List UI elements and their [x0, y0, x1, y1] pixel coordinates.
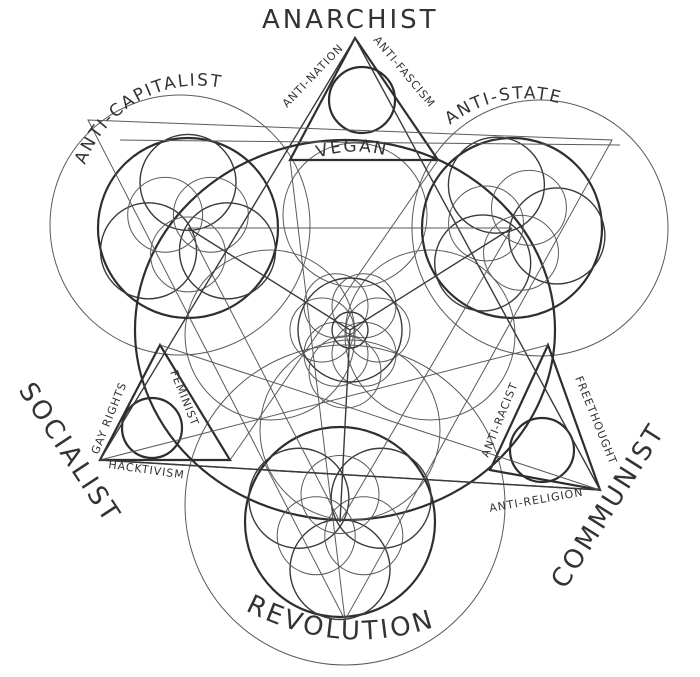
- diag-c: [159, 344, 601, 491]
- geometry-layer: [49, 35, 669, 666]
- diag-a: [289, 159, 346, 621]
- mid-bottom-circle: [259, 339, 441, 521]
- flower-bottom-inner-2: [324, 496, 404, 576]
- chord-1-2: [339, 227, 513, 523]
- center-petal-4: [303, 273, 369, 339]
- label-anarchist: ANARCHIST: [262, 5, 439, 35]
- flower-bottom-petal-0: [289, 518, 391, 621]
- label-hacktivism: HACKTIVISM: [108, 458, 186, 482]
- triangle-socialist: [98, 342, 232, 462]
- bottom-chord: [99, 459, 601, 491]
- center-petal-0: [345, 297, 411, 363]
- flower-left-inner-0: [150, 216, 226, 293]
- mid-left-circle: [184, 249, 356, 421]
- incircle-socialist: [120, 396, 184, 460]
- center-ring-inner: [331, 311, 369, 349]
- label-anti-state: ANTI-STATE: [441, 83, 564, 129]
- flower-left-petal-0: [178, 202, 277, 300]
- spoke-0: [187, 227, 351, 331]
- center-ring-outer: [297, 277, 403, 383]
- chord-0-2: [187, 227, 341, 523]
- flower-right-inner-2: [491, 169, 567, 246]
- label-anti-capitalist: ANTI-CAPITALIST: [71, 70, 224, 167]
- outer-circle-anti-capitalist: [49, 94, 311, 356]
- flower-right-petal-0: [508, 187, 606, 285]
- mid-right-circle: [344, 249, 516, 421]
- label-revolution: REVOLUTION: [242, 589, 439, 646]
- spoke-1: [349, 227, 513, 331]
- incircle-anarchist: [327, 65, 397, 135]
- flower-bottom-petal-1: [248, 447, 350, 549]
- vegan-circle: [282, 142, 428, 288]
- flower-left-inner-2: [172, 176, 249, 253]
- diag-d: [99, 344, 549, 461]
- center-petal-3: [289, 297, 355, 363]
- flower-right-inner-0: [483, 214, 559, 291]
- incircle-communist: [508, 416, 576, 484]
- flower-bottom-ring: [243, 425, 437, 619]
- hexagram-triangle-down: [87, 119, 613, 622]
- triangle-anarchist: [288, 35, 441, 162]
- flower-right-petal-2: [447, 136, 546, 234]
- label-anti-religion: ANTI-RELIGION: [488, 486, 584, 515]
- flower-left-petal-2: [139, 133, 237, 232]
- spoke-2: [339, 329, 351, 523]
- flower-right-inner-1: [448, 185, 524, 262]
- flower-bottom-inner-1: [300, 455, 380, 534]
- label-vegan: VEGAN: [314, 136, 390, 162]
- center-petal-1: [331, 321, 397, 387]
- label-anti-nation: ANTI-NATION: [280, 41, 346, 110]
- triangle-communist: [488, 342, 602, 492]
- flower-left-petal-1: [99, 202, 198, 300]
- flower-right-petal-1: [433, 214, 532, 312]
- center-petal-5: [331, 273, 397, 339]
- flower-bottom-petal-2: [330, 447, 432, 549]
- flower-bottom-inner-0: [276, 496, 356, 576]
- diag-b: [229, 159, 439, 461]
- center-lower-circle: [308, 335, 382, 409]
- flower-left-inner-1: [127, 176, 204, 253]
- outer-circle-revolution: [184, 344, 506, 666]
- top-chord: [119, 139, 621, 146]
